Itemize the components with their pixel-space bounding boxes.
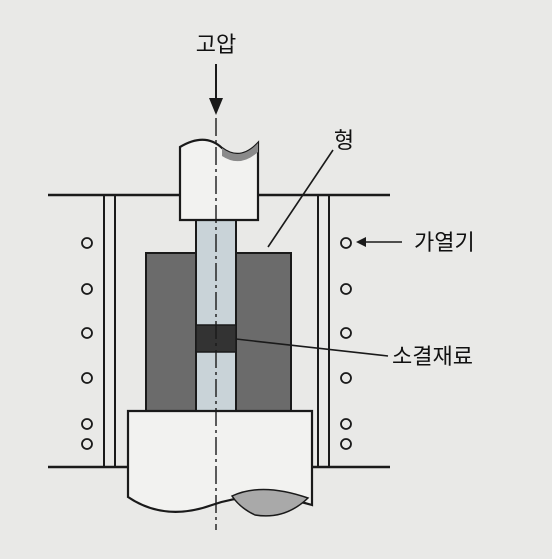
mold-leader-line xyxy=(267,149,334,248)
heater-coil-right-5 xyxy=(340,418,352,430)
heater-coil-right-4 xyxy=(340,372,352,384)
heater-label: 가열기 xyxy=(414,231,475,256)
heater-coil-left-6 xyxy=(81,438,93,450)
lower-punch-shading xyxy=(230,488,310,517)
heater-coil-left-2 xyxy=(81,283,93,295)
upper-punch xyxy=(178,138,260,222)
heater-coils-left xyxy=(81,237,93,450)
heater-coil-left-4 xyxy=(81,372,93,384)
heater-coil-right-6 xyxy=(340,438,352,450)
heater-wall-left xyxy=(103,194,116,468)
upper-punch-shading xyxy=(222,143,258,162)
pressure-label: 고압 xyxy=(196,33,236,58)
heater-wall-right xyxy=(317,194,330,468)
heater-coils-right xyxy=(340,237,352,450)
pressure-arrow-head xyxy=(209,98,223,115)
heater-coil-right-2 xyxy=(340,283,352,295)
heater-coil-left-5 xyxy=(81,418,93,430)
heater-coil-left-3 xyxy=(81,327,93,339)
mold-label: 형 xyxy=(334,129,354,154)
heater-coil-right-1 xyxy=(340,237,352,249)
sinter-leader-line xyxy=(235,338,389,357)
sinter-material-label: 소결재료 xyxy=(392,345,473,370)
heater-coil-left-1 xyxy=(81,237,93,249)
heater-leader-arrow xyxy=(356,237,366,247)
heater-coil-right-3 xyxy=(340,327,352,339)
